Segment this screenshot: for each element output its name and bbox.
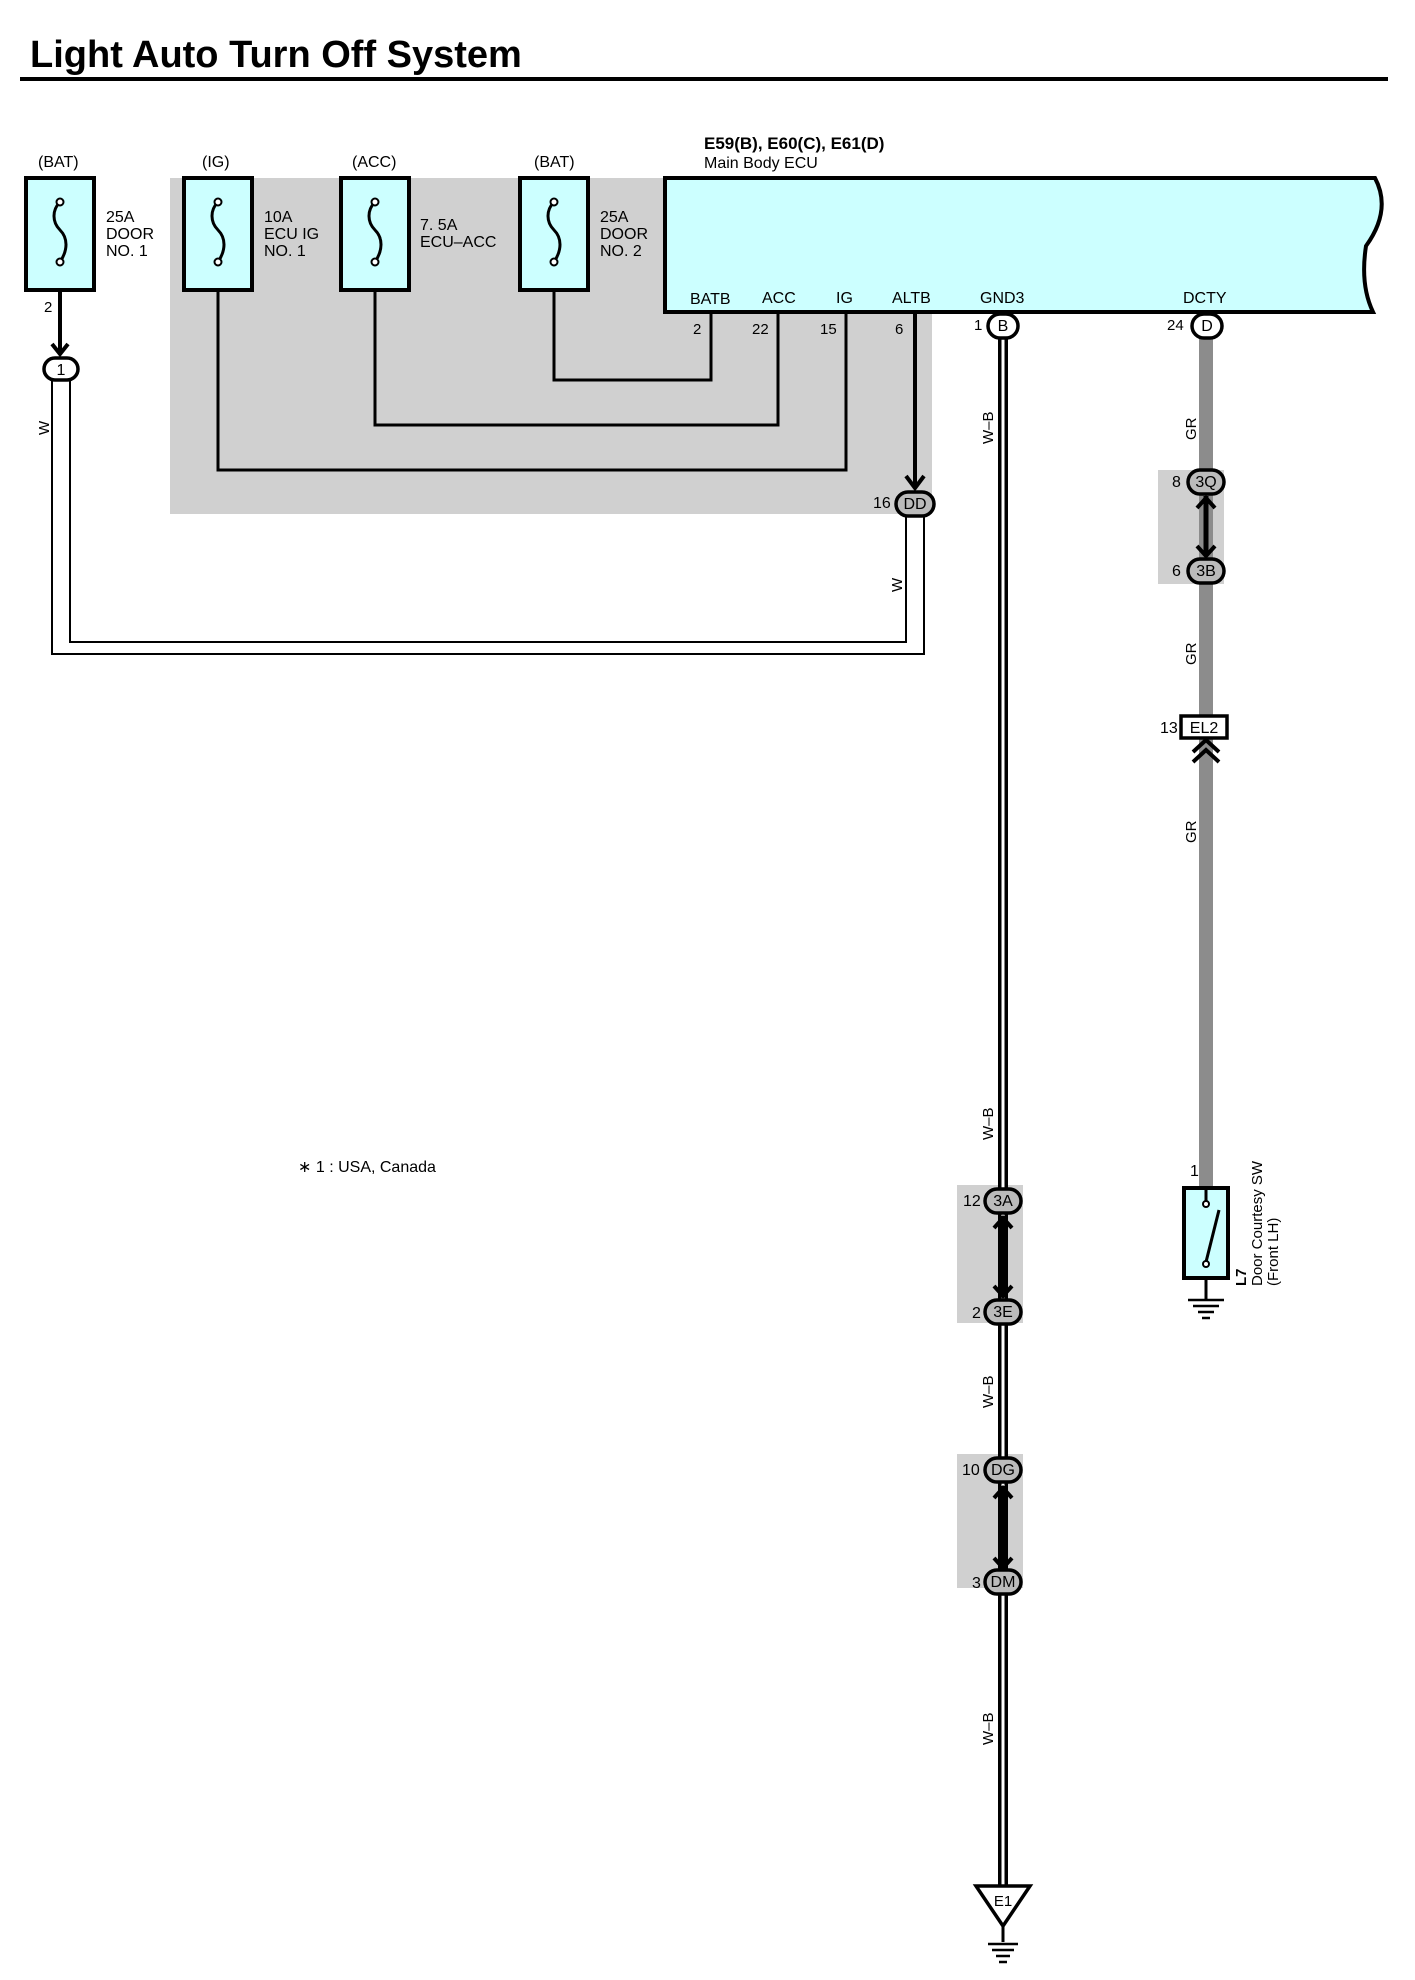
fuse-ecu-ig-no1: (IG) 10A ECU IG NO. 1	[182, 154, 319, 292]
connector-3q: 8 3Q	[1172, 468, 1226, 496]
connector-dm-pin: 3	[972, 1575, 981, 1592]
connector-el2: 13 EL2	[1160, 714, 1229, 764]
junction-dd	[894, 490, 936, 518]
pin-number-batb: 2	[693, 321, 701, 338]
pin-label-acc: ACC	[762, 290, 796, 307]
fuse-source-acc: (ACC)	[352, 154, 396, 171]
connector-3e-pin: 2	[972, 1305, 981, 1322]
fuse-number-door-no1: NO. 1	[106, 243, 148, 260]
connector-3q-pin: 8	[1172, 474, 1181, 491]
pin-number-ig: 15	[820, 321, 837, 338]
connector-3e-label: 3E	[993, 1304, 1013, 1321]
junction-dd-pin: 16	[873, 495, 891, 512]
connector-3b-label: 3B	[1196, 563, 1216, 580]
fuse-rating-ecu-acc: 7. 5A	[420, 217, 458, 234]
pin-number-dcty: 24	[1167, 317, 1184, 334]
junction-1-label: 1	[57, 362, 66, 379]
pin-label-gnd3: GND3	[980, 290, 1025, 307]
connector-el2-pin: 13	[1160, 720, 1178, 737]
connector-3a-pin: 12	[963, 1193, 981, 1210]
pin-number-gnd3: 1	[974, 317, 982, 334]
wire-w-loop	[51, 380, 925, 655]
fuse-name-door-no1: DOOR	[106, 226, 154, 243]
arrow-dg	[992, 1485, 1014, 1500]
connector-dm: 3 DM	[972, 1568, 1023, 1596]
connector-3q-label: 3Q	[1195, 474, 1216, 491]
arrow-3b	[1195, 544, 1217, 559]
pin-number-altb: 6	[895, 321, 903, 338]
ecu-name: Main Body ECU	[704, 155, 818, 172]
pin-label-ig: IG	[836, 290, 853, 307]
connector-3e: 2 3E	[972, 1298, 1023, 1326]
ground-e1-label: E1	[994, 1893, 1012, 1910]
switch-code: L7	[1233, 1268, 1250, 1286]
fuse-name-ecu-acc: ECU–ACC	[420, 234, 496, 251]
connector-3a-label: 3A	[993, 1193, 1013, 1210]
door-courtesy-switch: 1 L7 Door Courtesy SW (Front LH)	[1182, 1160, 1282, 1320]
dcty-connector: D	[1201, 318, 1213, 335]
connector-3b: 6 3B	[1172, 557, 1226, 585]
connector-dg: 10 DG	[962, 1456, 1023, 1484]
ground-e1: E1	[972, 1884, 1034, 1964]
pin-label-dcty: DCTY	[1183, 290, 1227, 307]
wire-color-wb-2: W–B	[980, 1107, 997, 1140]
connector-3b-pin: 6	[1172, 563, 1181, 580]
main-body-ecu	[663, 176, 1384, 314]
dcty-terminal	[1190, 312, 1224, 340]
wire-color-wb-1: W–B	[980, 411, 997, 444]
jb-internal-wiring	[216, 290, 848, 472]
fuse-name-door-no2: DOOR	[600, 226, 648, 243]
connector-dm-label: DM	[991, 1574, 1016, 1591]
pin-number-acc: 22	[752, 321, 769, 338]
junction-1	[42, 356, 80, 382]
wire-color-gr-1: GR	[1183, 417, 1200, 440]
pin-label-altb: ALTB	[892, 290, 931, 307]
fuse-number-door-no2: NO. 2	[600, 243, 642, 260]
connector-dg-pin: 10	[962, 1462, 980, 1479]
wire-color-gr-2: GR	[1183, 642, 1200, 665]
arrow-3q	[1195, 495, 1217, 510]
fuse-rating-ecu-ig: 10A	[264, 209, 293, 226]
arrow-3a	[992, 1215, 1014, 1230]
ecu-connectors: E59(B), E60(C), E61(D)	[704, 134, 884, 153]
footnote: ∗ 1 : USA, Canada	[298, 1159, 436, 1176]
fuse-door-no1: (BAT) 25A DOOR NO. 1	[24, 154, 154, 292]
switch-position: (Front LH)	[1265, 1218, 1282, 1286]
wire-color-w-2: W	[889, 577, 906, 592]
connector-el2-label: EL2	[1190, 720, 1219, 737]
wire-color-w-1: W	[36, 420, 53, 435]
pin-label-batb: BATB	[690, 291, 731, 308]
connector-3a: 12 3A	[963, 1187, 1023, 1215]
fuse-door-no1-pin: 2	[44, 299, 52, 316]
fuse-ecu-acc: (ACC) 7. 5A ECU–ACC	[339, 154, 496, 292]
arrow-3e	[992, 1284, 1014, 1299]
wire-color-wb-3: W–B	[980, 1375, 997, 1408]
gnd3-connector: B	[998, 318, 1009, 335]
arrow-dm	[992, 1556, 1014, 1571]
gnd3-terminal	[986, 312, 1020, 340]
connector-dg-label: DG	[991, 1462, 1015, 1479]
junction-dd-label: DD	[903, 496, 926, 513]
fuse-number-ecu-ig: NO. 1	[264, 243, 306, 260]
fuse-rating-door-no1: 25A	[106, 209, 135, 226]
fuse-door-no2: (BAT) 25A DOOR NO. 2	[518, 154, 648, 292]
fuse-source-bat-1: (BAT)	[38, 154, 79, 171]
switch-name: Door Courtesy SW	[1249, 1160, 1266, 1286]
fuse-source-ig: (IG)	[202, 154, 230, 171]
fuse-rating-door-no2: 25A	[600, 209, 629, 226]
fuse-source-bat-2: (BAT)	[534, 154, 575, 171]
wire-color-wb-4: W–B	[980, 1712, 997, 1745]
wire-altb-dd	[904, 312, 926, 492]
wire-fuse-door-no1: 2	[44, 290, 70, 358]
wire-color-gr-3: GR	[1183, 820, 1200, 843]
switch-pin: 1	[1190, 1163, 1199, 1180]
fuse-name-ecu-ig: ECU IG	[264, 226, 319, 243]
page-title: Light Auto Turn Off System	[30, 34, 522, 76]
